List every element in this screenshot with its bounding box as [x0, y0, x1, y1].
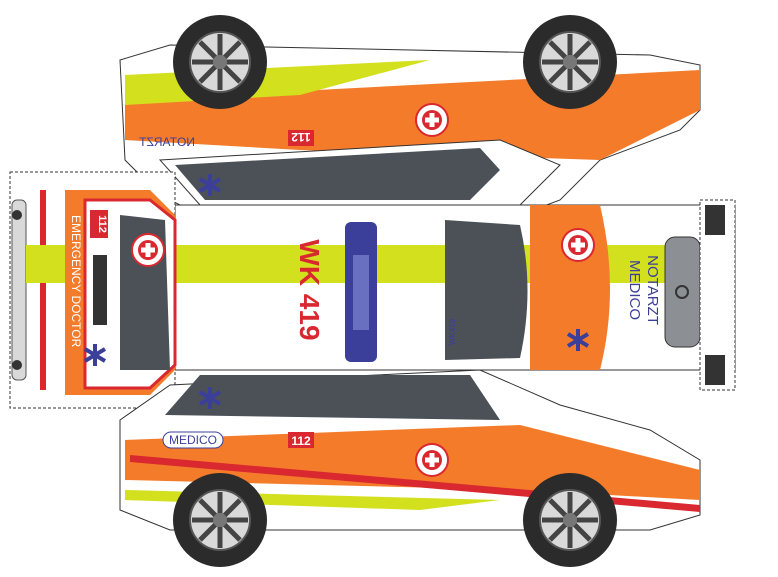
rear-panel: 112 EMERGENCY DOCTOR [9, 171, 177, 409]
roof-small-code: WK419 [448, 318, 457, 345]
windshield [445, 220, 528, 360]
rear-112-label: 112 [96, 215, 108, 233]
side-windows [165, 375, 500, 420]
red-cross-seal-icon [131, 233, 165, 267]
top-112-label: 112 [291, 130, 311, 144]
wheel-icon [523, 15, 617, 109]
bottom-112-label: 112 [291, 434, 311, 448]
top-112-badge [288, 130, 314, 146]
red-cross-seal-icon [415, 103, 449, 137]
roof-unit-code: WK 419 [294, 239, 325, 340]
side-windows [175, 148, 500, 200]
wheel-icon [173, 15, 267, 109]
wheel-icon [173, 473, 267, 567]
top-side-panel: NOTARZT 112 [119, 15, 701, 216]
bottom-side-panel: MEDICO 112 [119, 369, 701, 567]
bottom-112-badge [288, 432, 314, 448]
roof-panel: WK 419 WK419 MEDICO NOTARZT [174, 199, 736, 391]
wheel-icon [523, 473, 617, 567]
hood-label-line1: MEDICO [626, 260, 643, 320]
red-cross-seal-icon [415, 443, 449, 477]
grille [664, 236, 701, 348]
hood-label-line2: NOTARZT [644, 255, 661, 325]
top-door-label: NOTARZT [139, 135, 195, 149]
red-cross-seal-icon [561, 228, 595, 262]
bottom-door-label: MEDICO [169, 433, 217, 447]
rear-label: EMERGENCY DOCTOR [69, 215, 83, 348]
